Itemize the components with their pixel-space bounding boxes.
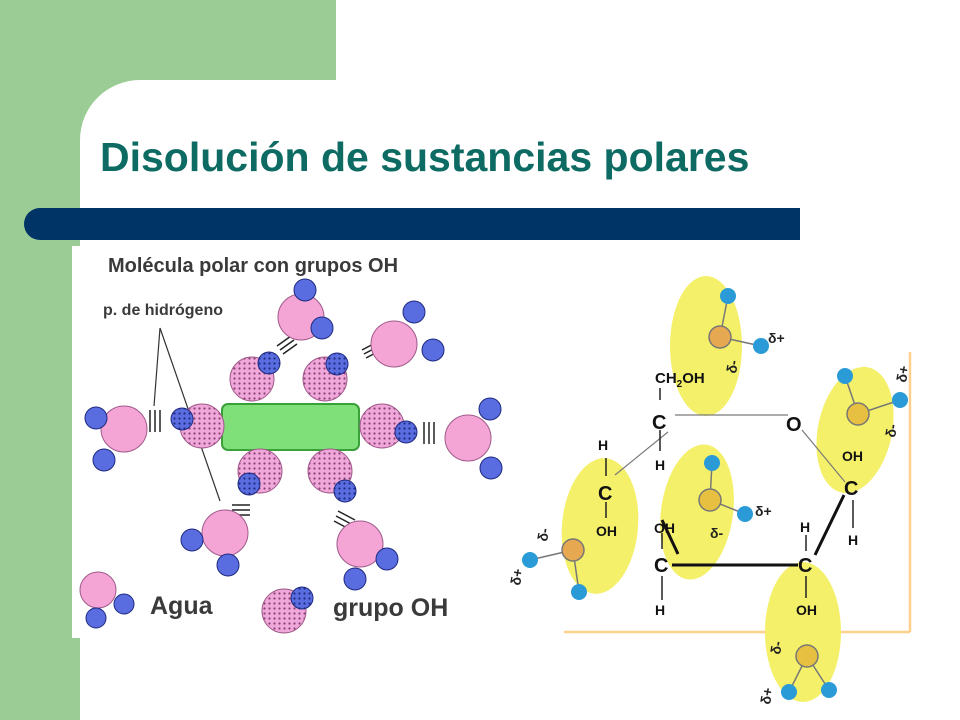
- delta-minus-label: δ-: [710, 525, 723, 541]
- water-legend-icon: [79, 571, 135, 629]
- ch2oh-label: CH2OH: [655, 370, 705, 390]
- bound-water-set: [522, 288, 908, 700]
- hydrogen-label: H: [598, 437, 608, 453]
- corner-fill: [80, 80, 140, 140]
- oh-legend-icon: [261, 586, 314, 634]
- delta-plus-label: δ+: [768, 330, 785, 346]
- hbond-label: p. de hidrógeno: [103, 302, 223, 319]
- oh-hydrogen: [394, 420, 418, 444]
- molecule-backbone: [221, 403, 360, 451]
- bound-water: [698, 455, 753, 522]
- bound-water: [837, 368, 908, 426]
- water-molecule: [370, 300, 445, 368]
- polar-lobe: [561, 458, 639, 594]
- carbon-label: C: [844, 478, 858, 500]
- water-molecule: [336, 520, 399, 591]
- carbon-label: C: [654, 555, 668, 577]
- slide-title: Disolución de sustancias polares: [100, 134, 750, 180]
- oh-hydrogen: [257, 351, 281, 375]
- carbon-label: C: [598, 483, 612, 505]
- delta-minus-label: δ-: [882, 422, 900, 438]
- legend-oh-label: grupo OH: [333, 594, 449, 622]
- hydrogen-label: H: [848, 532, 858, 548]
- oh-hydrogen: [170, 407, 194, 431]
- water-molecule: [277, 278, 334, 341]
- delta-plus-label: δ+: [507, 567, 526, 586]
- water-molecule: [444, 397, 503, 480]
- ring-oxygen-label: O: [786, 414, 802, 436]
- water-molecule: [84, 405, 148, 472]
- hydrogen-label: H: [800, 519, 810, 535]
- sidebar-strip: [0, 0, 80, 720]
- delta-minus-label: δ-: [723, 358, 741, 374]
- top-left-block: [0, 0, 336, 80]
- bound-water: [708, 288, 769, 354]
- hydrogen-label: H: [655, 602, 665, 618]
- hydrogen-label: H: [655, 457, 665, 473]
- oh-group-set: [170, 351, 418, 503]
- hydroxyl-label: OH: [796, 602, 817, 618]
- carbon-label: C: [798, 555, 812, 577]
- polar-lobe: [660, 444, 734, 580]
- legend-water-label: Agua: [150, 592, 213, 620]
- delta-minus-label: δ-: [534, 526, 552, 542]
- sugar-hydration-diagram: CH2OH C H O H C OH OH C H H C OH OH C H …: [507, 276, 912, 706]
- bound-water: [781, 644, 837, 700]
- hydroxyl-label: OH: [596, 523, 617, 539]
- water-molecule: [180, 509, 249, 577]
- delta-minus-label: δ-: [767, 639, 785, 655]
- bound-water: [522, 538, 587, 600]
- carbon-label: C: [652, 412, 666, 434]
- polar-lobe: [816, 366, 894, 494]
- delta-plus-label: δ+: [755, 503, 772, 519]
- hbond-pointer-line: [153, 327, 161, 407]
- water-molecule-set: [79, 278, 503, 634]
- oh-hydrogen: [333, 479, 357, 503]
- hydroxyl-label: OH: [654, 520, 675, 536]
- polar-lobe-set: [561, 276, 894, 702]
- polar-lobe: [670, 276, 742, 416]
- polar-lobe: [765, 562, 841, 702]
- left-diagram-heading: Molécula polar con grupos OH: [108, 255, 399, 277]
- title-underline-bar: [24, 208, 800, 240]
- oh-hydrogen: [237, 472, 261, 496]
- hydroxyl-label: OH: [842, 448, 863, 464]
- oh-hydrogen: [325, 352, 349, 376]
- delta-plus-label: δ+: [893, 364, 912, 383]
- delta-plus-label: δ+: [757, 686, 776, 705]
- polar-molecule-diagram: [72, 246, 512, 638]
